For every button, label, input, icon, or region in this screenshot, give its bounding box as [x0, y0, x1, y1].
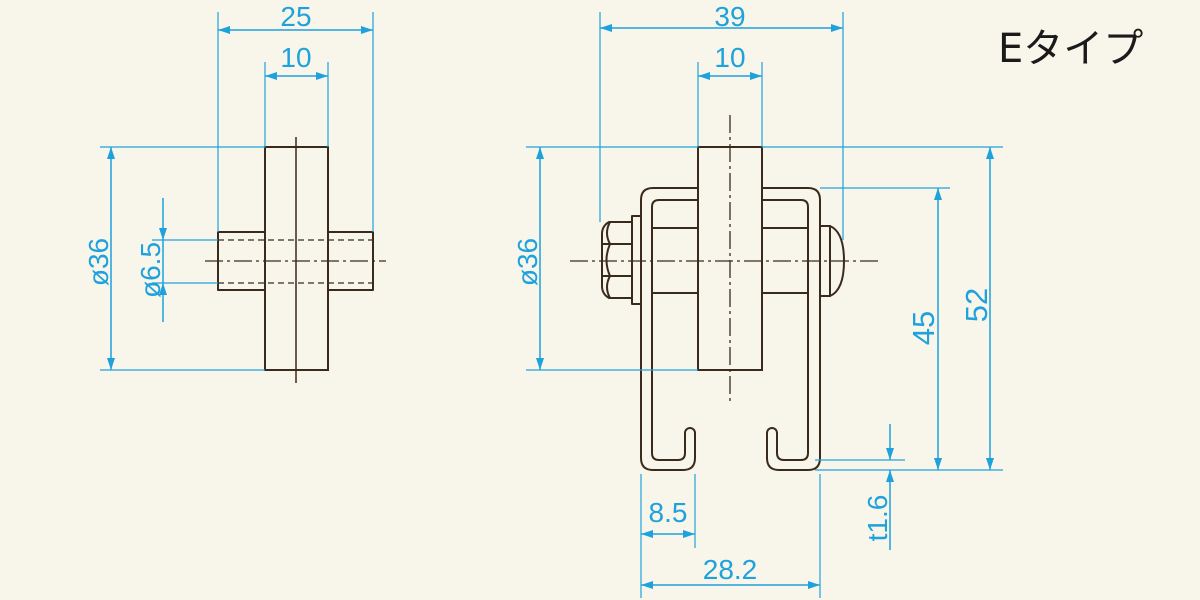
hex-nut — [601, 221, 633, 299]
bracket-left-lip-tip — [684, 427, 696, 434]
dim-label-left-diameter: ø36 — [83, 238, 114, 286]
left-view: 25 10 ø36 ø6.5 — [83, 1, 386, 383]
washer — [631, 215, 642, 305]
dim-label-bracket-width: 28.2 — [703, 554, 758, 585]
dim-label-right-wheel: 10 — [714, 42, 745, 73]
dim-label-lip-width: 8.5 — [649, 497, 688, 528]
bracket-right-lip-tip — [766, 427, 778, 434]
right-view-dimensions: 39 10 ø36 45 52 t1.6 — [512, 1, 1003, 598]
left-view-dimensions: 25 10 ø36 ø6.5 — [83, 1, 374, 371]
dim-label-total-height: 52 — [959, 288, 994, 322]
right-view: 39 10 ø36 45 52 t1.6 — [512, 1, 1003, 598]
hex-nut-chamfer-top — [606, 221, 611, 245]
dim-label-overall-width: 39 — [714, 1, 745, 32]
dim-label-thickness: t1.6 — [862, 495, 893, 542]
right-view-part — [570, 115, 878, 471]
dim-label-axle-diameter: ø6.5 — [135, 242, 166, 298]
dim-label-bracket-height: 45 — [906, 311, 941, 345]
left-view-part — [205, 137, 386, 383]
dim-label-left-width: 25 — [280, 1, 311, 32]
type-label: Eタイプ — [998, 26, 1143, 72]
dim-label-right-diameter: ø36 — [512, 238, 543, 286]
dim-label-left-wheel: 10 — [280, 42, 311, 73]
hex-nut-chamfer-bottom — [606, 275, 611, 299]
hex-nut-chamfer-middle — [605, 243, 611, 277]
